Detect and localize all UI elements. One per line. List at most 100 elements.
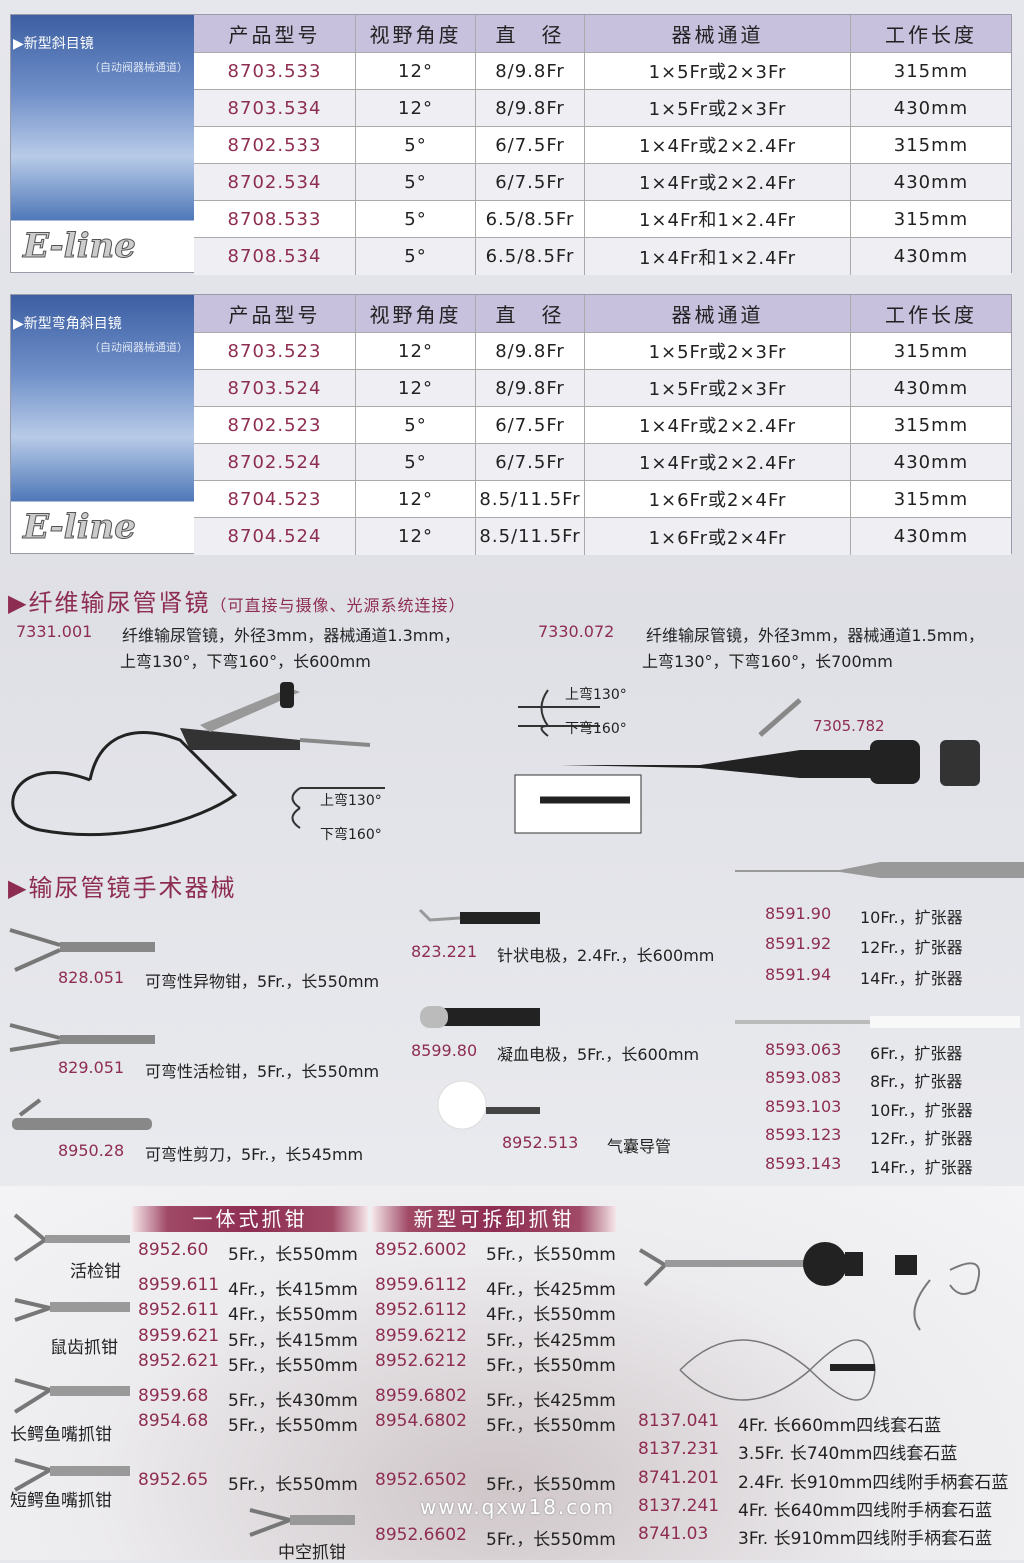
product-code: 8704.523 — [194, 481, 356, 517]
detachable-forceps-band: 新型可拆卸抓钳 — [372, 1206, 616, 1232]
spec-cell: 8.5/11.5Fr — [476, 481, 585, 517]
spec-cell: 12° — [356, 333, 476, 369]
spec-cell: 315mm — [893, 488, 969, 510]
part-code: 7305.782 — [813, 717, 885, 735]
bend-up-label: 上弯130° — [320, 793, 382, 809]
product-desc: 5Fr.，长550mm — [228, 1245, 358, 1265]
product-desc: 10Fr.，扩张器 — [860, 908, 963, 927]
fiber-title-text: ▶纤维输尿管肾镜 — [8, 589, 211, 617]
spec-cell: 1×4Fr或2×2.4Fr — [585, 407, 851, 443]
product-desc: 5Fr.，长550mm — [486, 1356, 616, 1376]
product-code: 828.051 — [58, 968, 125, 987]
spec-cell: 6/7.5Fr — [476, 127, 585, 163]
spec-cell: 315mm — [893, 60, 969, 82]
product-code: 8708.533 — [194, 201, 356, 237]
forceps-background — [0, 1186, 1024, 1560]
product-code: 8593.063 — [765, 1040, 842, 1059]
spec-cell: 5° — [356, 238, 476, 275]
column-header: 视野角度 — [356, 15, 476, 52]
spec-cell: 1×6Fr或2×4Fr — [585, 481, 851, 517]
spec-cell: 1×4Fr和1×2.4Fr — [585, 201, 851, 237]
product-code: 8703.523 — [194, 333, 356, 369]
forceps-type-label: 短鳄鱼嘴抓钳 — [10, 1491, 112, 1511]
product-code: 8137.241 — [638, 1496, 720, 1516]
product-code: 8703.533 — [194, 53, 356, 89]
product-desc: 2.4Fr. 长910mm四线附手柄套石蓝 — [738, 1473, 1009, 1493]
spec-cell: 315mm — [893, 414, 969, 436]
spec-cell: 430mm — [893, 97, 969, 119]
product-desc: 10Fr.，扩张器 — [870, 1101, 973, 1120]
product-code: 8952.60 — [138, 1240, 209, 1260]
panel-title: ▶新型弯角斜目镜 — [13, 316, 122, 332]
forceps-type-label: 活检钳 — [70, 1262, 121, 1282]
product-desc: 可弯性活检钳，5Fr.，长550mm — [145, 1062, 380, 1081]
instruments-section-title: ▶输尿管镜手术器械 — [8, 874, 237, 902]
spec-cell: 315mm — [893, 340, 969, 362]
product-code: 8954.6802 — [375, 1411, 467, 1431]
forceps-type-label: 中空抓钳 — [278, 1543, 346, 1563]
product-code: 8702.533 — [194, 127, 356, 163]
e-line-logo: E-line — [23, 507, 137, 548]
product-desc: 5Fr.，长415mm — [228, 1331, 358, 1351]
product-code: 8741.03 — [638, 1524, 709, 1544]
product-desc: 4Fr. 长660mm四线套石蓝 — [738, 1416, 942, 1436]
product-code: 8952.513 — [502, 1133, 579, 1152]
watermark: www.qxw18.com — [420, 1495, 616, 1519]
spec-cell: 430mm — [893, 451, 969, 473]
product-desc: 12Fr.，扩张器 — [870, 1129, 973, 1148]
product-desc: 14Fr.，扩张器 — [860, 969, 963, 988]
product-code: 8952.6002 — [375, 1240, 467, 1260]
product-code: 8593.083 — [765, 1068, 842, 1087]
spec-cell: 1×5Fr或2×3Fr — [585, 90, 851, 126]
column-header: 产品型号 — [194, 295, 356, 332]
product-desc: 上弯130°，下弯160°，长600mm — [120, 652, 371, 671]
spec-cell: 12° — [356, 481, 476, 517]
bend-up-label: 上弯130° — [565, 687, 627, 703]
spec-cell: 6/7.5Fr — [476, 444, 585, 480]
angled-oblique-scope-table: ▶新型弯角斜目镜 （自动阀器械通道） E-line 产品型号视野角度直 径器械通道工作… — [10, 294, 1012, 555]
column-header: 工作长度 — [885, 303, 977, 327]
spec-cell: 1×4Fr或2×2.4Fr — [585, 127, 851, 163]
spec-cell: 5° — [356, 164, 476, 200]
product-code: 8959.6112 — [375, 1275, 467, 1295]
spec-cell: 315mm — [893, 208, 969, 230]
forceps-illustrations — [13, 1213, 980, 1537]
product-code: 8952.6602 — [375, 1525, 467, 1545]
one-piece-forceps-band: 一体式抓钳 — [132, 1206, 368, 1232]
product-code: 8702.523 — [194, 407, 356, 443]
spec-cell: 5° — [356, 444, 476, 480]
spec-cell: 8/9.8Fr — [476, 53, 585, 89]
column-header: 工作长度 — [885, 23, 977, 47]
product-code: 8954.68 — [138, 1411, 209, 1431]
bend-down-label: 下弯160° — [565, 721, 627, 737]
spec-cell: 12° — [356, 90, 476, 126]
spec-cell: 8.5/11.5Fr — [476, 518, 585, 555]
product-code: 8703.524 — [194, 370, 356, 406]
product-image-panel: ▶新型斜目镜（自动阀器械通道）E-line — [11, 15, 194, 272]
panel-subtitle: （自动阀器械通道） — [89, 341, 188, 354]
spec-cell: 5° — [356, 201, 476, 237]
spec-cell: 315mm — [893, 134, 969, 156]
product-code: 8952.6502 — [375, 1470, 467, 1490]
spec-cell: 5° — [356, 127, 476, 163]
spec-cell: 6/7.5Fr — [476, 164, 585, 200]
product-code: 8708.534 — [194, 238, 356, 275]
ureteroscope-illustrations — [11, 682, 980, 837]
product-desc: 4Fr.，长550mm — [486, 1305, 616, 1325]
product-desc: 3Fr. 长910mm四线附手柄套石蓝 — [738, 1529, 993, 1549]
product-desc: 4Fr. 长640mm四线附手柄套石蓝 — [738, 1501, 993, 1521]
product-desc: 5Fr.，长550mm — [228, 1475, 358, 1495]
spec-cell: 6.5/8.5Fr — [476, 201, 585, 237]
product-desc: 针状电极，2.4Fr.，长600mm — [497, 946, 715, 965]
spec-cell: 1×4Fr或2×2.4Fr — [585, 164, 851, 200]
header-row: 产品型号视野角度直 径器械通道工作长度 — [194, 295, 1011, 333]
product-code: 8952.6212 — [375, 1351, 467, 1371]
product-desc: 5Fr.，长550mm — [486, 1245, 616, 1265]
product-code: 8741.201 — [638, 1468, 720, 1488]
